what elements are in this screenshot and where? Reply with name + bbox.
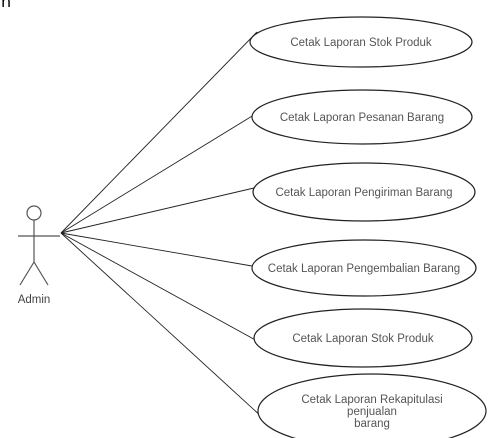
actor-label: Admin [18, 294, 51, 306]
use-case-label: Cetak Laporan Pesanan Barang [280, 112, 444, 124]
use-case-label: Cetak Laporan Stok Produk [292, 333, 434, 345]
actor-head [26, 205, 42, 221]
actor-admin: Admin [18, 205, 60, 306]
use-case-ellipse [251, 89, 473, 145]
association-lines [60, 31, 264, 419]
use-case-label: barang [354, 418, 390, 430]
association-line [60, 109, 263, 234]
use-case: Cetak Laporan Rekapitulasipenjualanbaran… [257, 373, 487, 438]
use-case: Cetak Laporan Stok Produk [253, 308, 473, 368]
actor-right-leg [33, 261, 49, 286]
use-case-ellipse [257, 373, 487, 438]
use-case-label: Cetak Laporan Pengiriman Barang [275, 187, 452, 199]
use-case-label: Cetak Laporan Rekapitulasi [301, 394, 442, 406]
use-case-ellipse [251, 239, 477, 297]
page-corner-mark: n [1, 0, 12, 11]
use-case: Cetak Laporan Stok Produk [249, 16, 473, 68]
use-case-ellipse [249, 16, 473, 68]
use-case: Cetak Laporan Pesanan Barang [251, 89, 473, 145]
actor-left-leg [19, 261, 35, 286]
use-case: Cetak Laporan Pengembalian Barang [251, 239, 477, 297]
association-line [60, 31, 258, 234]
use-case-label: Cetak Laporan Pengembalian Barang [268, 263, 460, 275]
use-case-label: penjualan [347, 406, 397, 418]
association-line [60, 232, 264, 419]
use-case: Cetak Laporan Pengiriman Barang [252, 162, 476, 222]
association-line [60, 187, 255, 234]
use-case-label: Cetak Laporan Stok Produk [290, 37, 432, 49]
association-line [60, 232, 260, 343]
association-line [60, 232, 253, 267]
use-case-ellipse [253, 308, 473, 368]
use-case-ellipse [252, 162, 476, 222]
